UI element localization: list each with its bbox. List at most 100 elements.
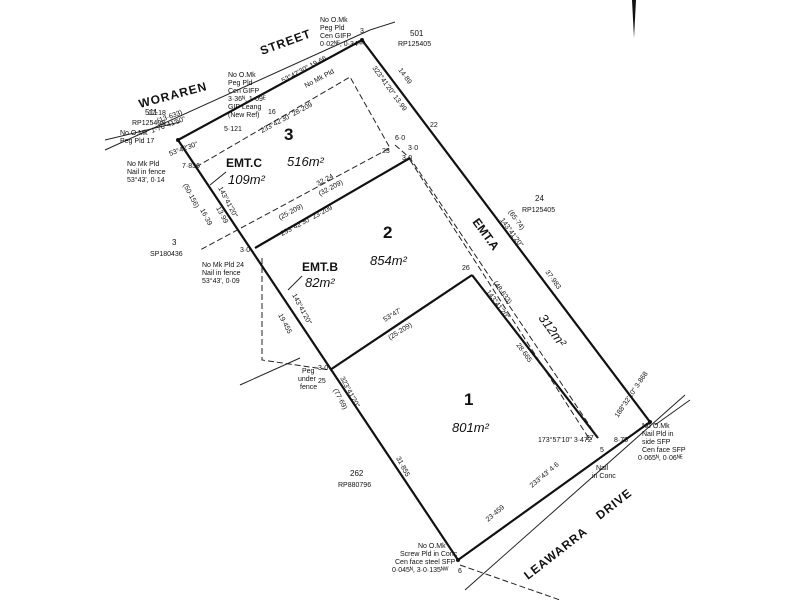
note-top-mark-line-4: 0·02ᴺᴱ, 0·34ᴺᵂ [320, 41, 366, 48]
note-left-fence-line-1: No Mk Pld [127, 161, 159, 168]
note-peg-fence-line-2: under [298, 376, 317, 383]
adjoining-rp-511: RP125408 [132, 120, 165, 127]
note-left-mark: No O.Mk Peg Pld 17 [120, 130, 154, 145]
adjoining-lot-3: 3 [172, 238, 177, 247]
note-left-mark-line-1: No O.Mk [120, 130, 148, 137]
station-25: 25 [318, 378, 326, 385]
lot3-lot2-boundary [254, 157, 411, 249]
dim-corner-bearing-1: 173°57'10" 3·472 [538, 436, 592, 444]
survey-point-right [648, 420, 652, 424]
adjoining-rp-24: RP125405 [522, 207, 555, 214]
station-22: 22 [430, 122, 438, 129]
dim-lot2-lot1-length: (25·209) [387, 322, 413, 342]
note-peg-fence: Peg under fence [298, 368, 317, 391]
dim-top-right-length: 14·89 [396, 67, 412, 86]
easement-c-area: 109m² [228, 172, 266, 187]
dim-lot2-lot1-bearing: 53°47' [382, 306, 403, 323]
note-woraren-mark-line-1: No O.Mk [228, 72, 256, 79]
note-mid-fence-line-2: Nail in fence [202, 270, 241, 277]
note-left-fence: No Mk Pld Nail in fence 53°43', 0·14 [127, 161, 166, 184]
note-mid-fence-line-3: 53°43', 0·09 [202, 277, 240, 285]
station-23: 23 [382, 148, 390, 155]
lot-number-3: 3 [284, 125, 293, 144]
note-top-mark: No O.Mk Peg Pld Cen GIFP 0·02ᴺᴱ, 0·34ᴺᵂ [320, 17, 366, 48]
easement-b-boundary [261, 258, 331, 371]
boundary-extension-right [654, 399, 691, 426]
note-left-fence-line-2: Nail in fence [127, 169, 166, 176]
street-name-drive: DRIVE [593, 486, 634, 523]
note-woraren-mark-line-4: 3·36ᴺ, 1·09ᴱ [228, 96, 266, 103]
easement-c-leader [209, 171, 227, 186]
note-woraren-mark-line-2: Peg Pld [228, 80, 253, 87]
adjoining-rp-262: RP880796 [338, 482, 371, 489]
offset-emt-a-width: 6·0 [395, 135, 405, 142]
woraren-street-road-line-2 [104, 121, 181, 141]
easement-b-leader [287, 275, 303, 291]
note-peg-fence-line-1: Peg [302, 368, 315, 375]
note-right-mark-line-3: side SFP [642, 439, 671, 446]
dim-corner-length-2: 8·75 [614, 437, 628, 444]
note-right-mark-line-1: No O.Mk [642, 423, 670, 430]
easement-c-boundary [195, 76, 391, 251]
survey-point-bottom [456, 558, 460, 562]
lot-area-3: 516m² [287, 154, 325, 169]
note-mid-fence: No Mk Pld 24 Nail in fence 53°43', 0·09 [202, 262, 244, 285]
street-name-street: STREET [258, 26, 313, 57]
adjoining-lot-262: 262 [350, 469, 364, 478]
lot-number-2: 2 [383, 223, 392, 242]
station-3: 3 [360, 28, 364, 35]
easement-b-area: 82m² [305, 275, 335, 290]
leawarra-drive-road-line [464, 394, 686, 591]
dim-frontage-drive-length: 23·459 [485, 504, 506, 523]
note-nail-conc: Nail in Conc [592, 465, 616, 480]
easement-b-label: EMT.B [302, 260, 338, 274]
note-left-fence-line-3: 53°43', 0·14 [127, 176, 165, 184]
boundary-extension-top [369, 21, 396, 31]
station-17-18: 17-18 [148, 110, 166, 117]
note-mid-fence-line-1: No Mk Pld 24 [202, 262, 244, 269]
lot-number-1: 1 [464, 390, 473, 409]
note-bottom-mark-line-2: Screw Pld in Conc [400, 551, 458, 558]
note-peg-fence-line-3: fence [300, 384, 317, 391]
woraren-street-road-line [104, 29, 371, 151]
note-bottom-mark-line-3: Cen face steel SFP [395, 559, 456, 566]
dim-corner-bearing: 53°42'30" [168, 140, 199, 158]
survey-point-left [176, 138, 180, 142]
lot1-east-boundary [471, 274, 599, 439]
note-top-mark-line-3: Cen GIFP [320, 33, 351, 40]
offset-emt-b: 3·0 [318, 365, 328, 372]
note-right-mark: No O.Mk Nail Pld in side SFP Cen face SF… [638, 423, 686, 462]
offset-emt-a-mid: 3·0 [402, 155, 412, 162]
adjoining-lot-24: 24 [535, 194, 544, 203]
adjoining-sp-3: SP180436 [150, 251, 183, 258]
station-26: 26 [462, 265, 470, 272]
note-top-mark-line-2: Peg Pld [320, 25, 345, 32]
adjoining-lot-501: 501 [410, 29, 424, 38]
dim-lot1-east-length: 28·665 [514, 342, 533, 364]
easement-a-inner [409, 159, 591, 441]
street-name-woraren: WORAREN [137, 79, 209, 111]
note-right-mark-line-2: Nail Pld in [642, 431, 674, 438]
station-16: 16 [268, 109, 276, 116]
note-woraren-mark-line-6: (New Ref) [228, 112, 260, 119]
note-nail-conc-line-1: Nail [596, 465, 609, 472]
dim-short-length: 5·121 [224, 126, 242, 133]
adjoining-rp-501: RP125405 [398, 41, 431, 48]
easement-a-area: 312m² [536, 311, 570, 350]
note-right-mark-line-5: 0·065ᴺ, 0·06ᴺᴱ [638, 455, 683, 462]
note-right-mark-line-4: Cen face SFP [642, 447, 686, 454]
adjoining-lot-511: 511 [145, 108, 158, 117]
note-left-mark-line-2: Peg Pld 17 [120, 138, 154, 145]
note-bottom-mark-line-1: No O.Mk [418, 543, 446, 550]
station-6: 6 [458, 568, 462, 575]
note-bottom-mark-line-4: 0·045ᴺ, 3·0·135ᴺᵂ [392, 567, 449, 574]
boundary-extension-left [239, 357, 301, 386]
lot-area-2: 854m² [370, 253, 408, 268]
dim-corner-length: 7·836 [182, 163, 200, 170]
note-woraren-mark-line-3: Cen GIFP [228, 88, 259, 95]
offset-emt-a-top: 3·0 [408, 145, 418, 152]
easement-c-label: EMT.C [226, 156, 262, 170]
note-woraren-mark: No O.Mk Peg Pld Cen GIFP 3·36ᴺ, 1·09ᴱ GI… [228, 72, 266, 119]
street-name-leawarra: LEAWARRA [521, 524, 590, 582]
